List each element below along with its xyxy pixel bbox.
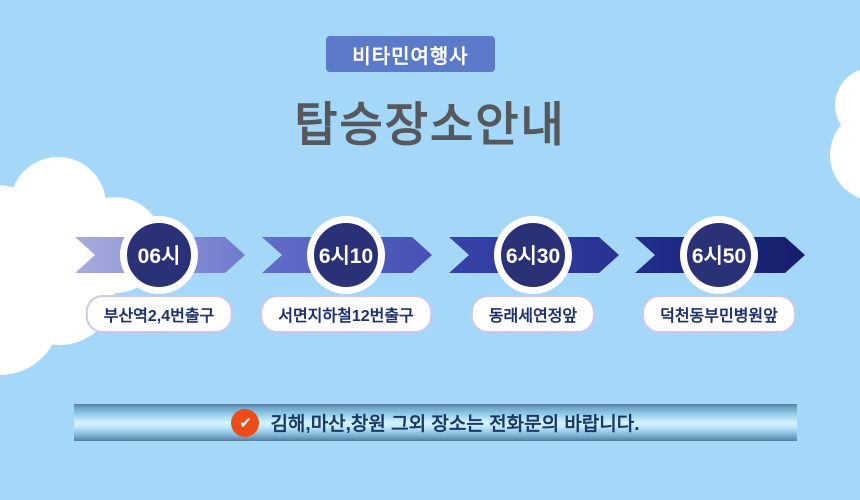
check-glyph: ✔ [239,414,252,432]
stop-time: 6시10 [318,245,374,268]
stop-location: 덕천동부민병원앞 [660,308,778,325]
time-circle: 6시50 [680,216,758,294]
timeline-stop-1: 06시 부산역2,4번출구 [75,216,245,336]
location-pill: 덕천동부민병원앞 [642,295,796,333]
timeline-stop-2: 6시10 서면지하철12번출구 [260,216,432,336]
notice-banner: ✔ 김해,마산,창원 그외 장소는 전화문의 바랍니다. [74,404,797,441]
location-pill: 부산역2,4번출구 [85,295,233,333]
stop-location: 서면지하철12번출구 [278,308,414,325]
stop-time: 6시50 [691,245,747,268]
page-title: 탑승장소안내 [294,98,566,151]
stop-time: 06시 [137,245,181,268]
timeline-stop-3: 6시30 동래세연정앞 [449,216,619,336]
time-circle: 6시30 [494,216,572,294]
time-circle: 06시 [120,216,198,294]
stop-time: 6시30 [505,245,561,268]
stop-location: 부산역2,4번출구 [103,308,215,325]
location-pill: 동래세연정앞 [470,295,596,333]
location-pill: 서면지하철12번출구 [260,295,432,333]
agency-badge: 비타민여행사 [326,36,495,72]
timeline-stop-4: 6시50 덕천동부민병원앞 [635,216,805,336]
stop-location: 동래세연정앞 [488,308,578,325]
time-circle: 6시10 [307,216,385,294]
notice-text: 김해,마산,창원 그외 장소는 전화문의 바랍니다. [270,414,640,435]
check-icon: ✔ [231,408,260,437]
agency-badge-label: 비타민여행사 [352,45,469,68]
